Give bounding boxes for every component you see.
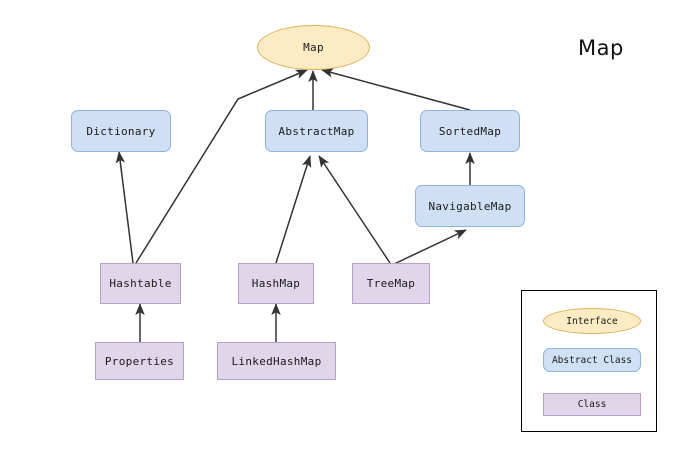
edge-hashtable-map [135, 69, 308, 264]
node-linkedhashmap[interactable]: LinkedHashMap [217, 342, 336, 380]
node-dictionary[interactable]: Dictionary [71, 110, 171, 152]
page-title: Map [578, 36, 624, 60]
node-hashmap[interactable]: HashMap [238, 263, 314, 304]
legend-item-class: Class [543, 393, 641, 416]
edge-treemap-navigablemap [391, 229, 467, 266]
legend-item-interface: Interface [543, 308, 641, 334]
node-abstractmap[interactable]: AbstractMap [265, 110, 368, 152]
legend: Interface Abstract Class Class [521, 290, 657, 432]
node-treemap[interactable]: TreeMap [352, 263, 430, 304]
legend-item-abstract-class: Abstract Class [543, 348, 641, 372]
node-sortedmap[interactable]: SortedMap [420, 110, 520, 152]
node-map[interactable]: Map [257, 25, 370, 70]
edge-treemap-abstractmap [318, 155, 391, 264]
edge-hashmap-abstractmap [275, 155, 312, 264]
node-navigablemap[interactable]: NavigableMap [415, 185, 525, 227]
edge-sortedmap-map [321, 68, 471, 111]
node-hashtable[interactable]: Hashtable [100, 263, 181, 304]
edge-hashtable-dictionary [115, 151, 134, 264]
node-properties[interactable]: Properties [95, 342, 184, 380]
